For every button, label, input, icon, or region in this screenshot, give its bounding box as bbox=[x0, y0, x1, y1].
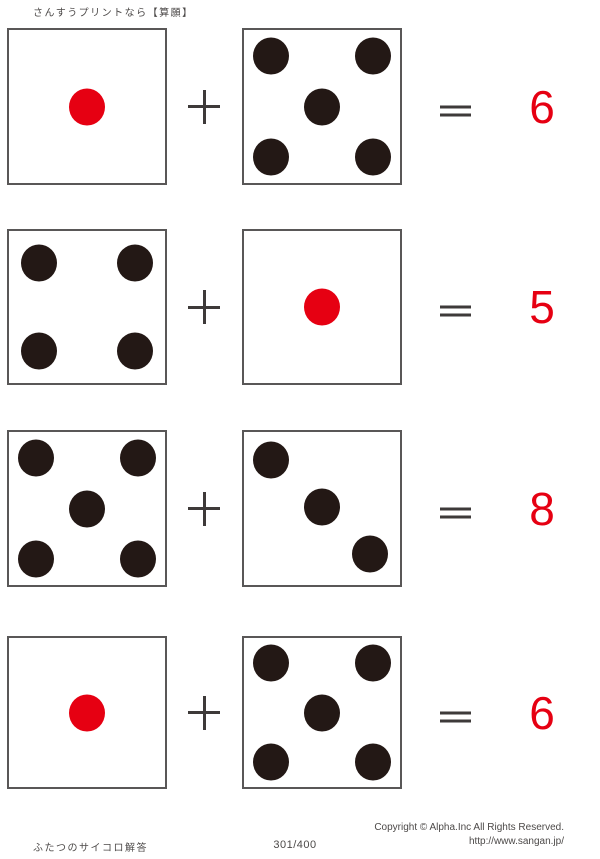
die-pip bbox=[252, 37, 289, 75]
equals-icon bbox=[440, 507, 471, 518]
answer-value: 6 bbox=[529, 686, 555, 739]
die-pip bbox=[252, 644, 289, 682]
copyright-text: Copyright © Alpha.Inc All Rights Reserve… bbox=[374, 822, 564, 833]
die-face-left bbox=[7, 430, 167, 587]
equals-icon bbox=[440, 305, 471, 317]
die-face-right bbox=[242, 28, 402, 185]
die-pip bbox=[304, 488, 340, 526]
die-pip bbox=[252, 138, 289, 176]
equals-icon bbox=[440, 711, 471, 722]
die-pip bbox=[355, 644, 392, 682]
footer-worksheet-title: ふたつのサイコロ解答 bbox=[33, 843, 148, 854]
site-url: http://www.sangan.jp/ bbox=[468, 836, 564, 847]
answer-value: 6 bbox=[529, 80, 555, 133]
die-face-right bbox=[242, 636, 402, 789]
die-pip bbox=[120, 439, 157, 477]
die-pip bbox=[69, 490, 105, 527]
plus-icon bbox=[188, 290, 220, 324]
problem-row: 5 bbox=[0, 229, 600, 385]
die-pip bbox=[117, 332, 154, 370]
die-face-right bbox=[242, 229, 402, 385]
header-title: さんすうプリントなら【算願】 bbox=[33, 8, 194, 19]
plus-icon bbox=[188, 89, 220, 124]
die-pip bbox=[117, 244, 154, 282]
die-pip bbox=[304, 88, 340, 125]
die-pip bbox=[20, 332, 57, 370]
answer-value: 8 bbox=[529, 482, 555, 535]
die-pip bbox=[355, 138, 392, 176]
die-pip bbox=[304, 288, 340, 326]
die-pip bbox=[352, 535, 389, 573]
problem-row: 6 bbox=[0, 28, 600, 185]
copyright-block: Copyright © Alpha.Inc All Rights Reserve… bbox=[374, 821, 564, 849]
die-pip bbox=[252, 743, 289, 781]
problem-row: 6 bbox=[0, 636, 600, 789]
problem-row: 8 bbox=[0, 430, 600, 587]
die-pip bbox=[304, 694, 340, 731]
die-face-left bbox=[7, 636, 167, 789]
die-face-left bbox=[7, 28, 167, 185]
die-pip bbox=[69, 694, 105, 731]
plus-icon bbox=[188, 695, 220, 730]
die-pip bbox=[17, 540, 54, 578]
plus-icon bbox=[188, 491, 220, 526]
die-pip bbox=[252, 441, 289, 479]
page-counter: 301/400 bbox=[273, 839, 317, 851]
die-pip bbox=[120, 540, 157, 578]
die-pip bbox=[69, 88, 105, 125]
die-pip bbox=[17, 439, 54, 477]
die-pip bbox=[355, 743, 392, 781]
die-face-right bbox=[242, 430, 402, 587]
die-face-left bbox=[7, 229, 167, 385]
die-pip bbox=[20, 244, 57, 282]
answer-value: 5 bbox=[529, 281, 555, 333]
equals-icon bbox=[440, 105, 471, 116]
die-pip bbox=[355, 37, 392, 75]
